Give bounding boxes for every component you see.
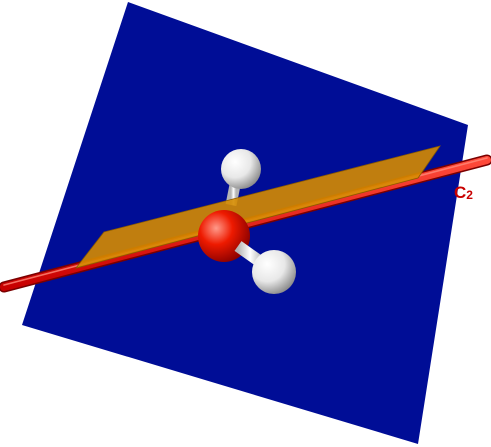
hydrogen-atom-2 — [234, 241, 296, 294]
axis-label-subscript: 2 — [466, 188, 473, 202]
axis-label-main: C — [454, 183, 466, 202]
axis-label: C2 — [454, 183, 473, 202]
mirror-plane-horizontal — [74, 145, 441, 269]
